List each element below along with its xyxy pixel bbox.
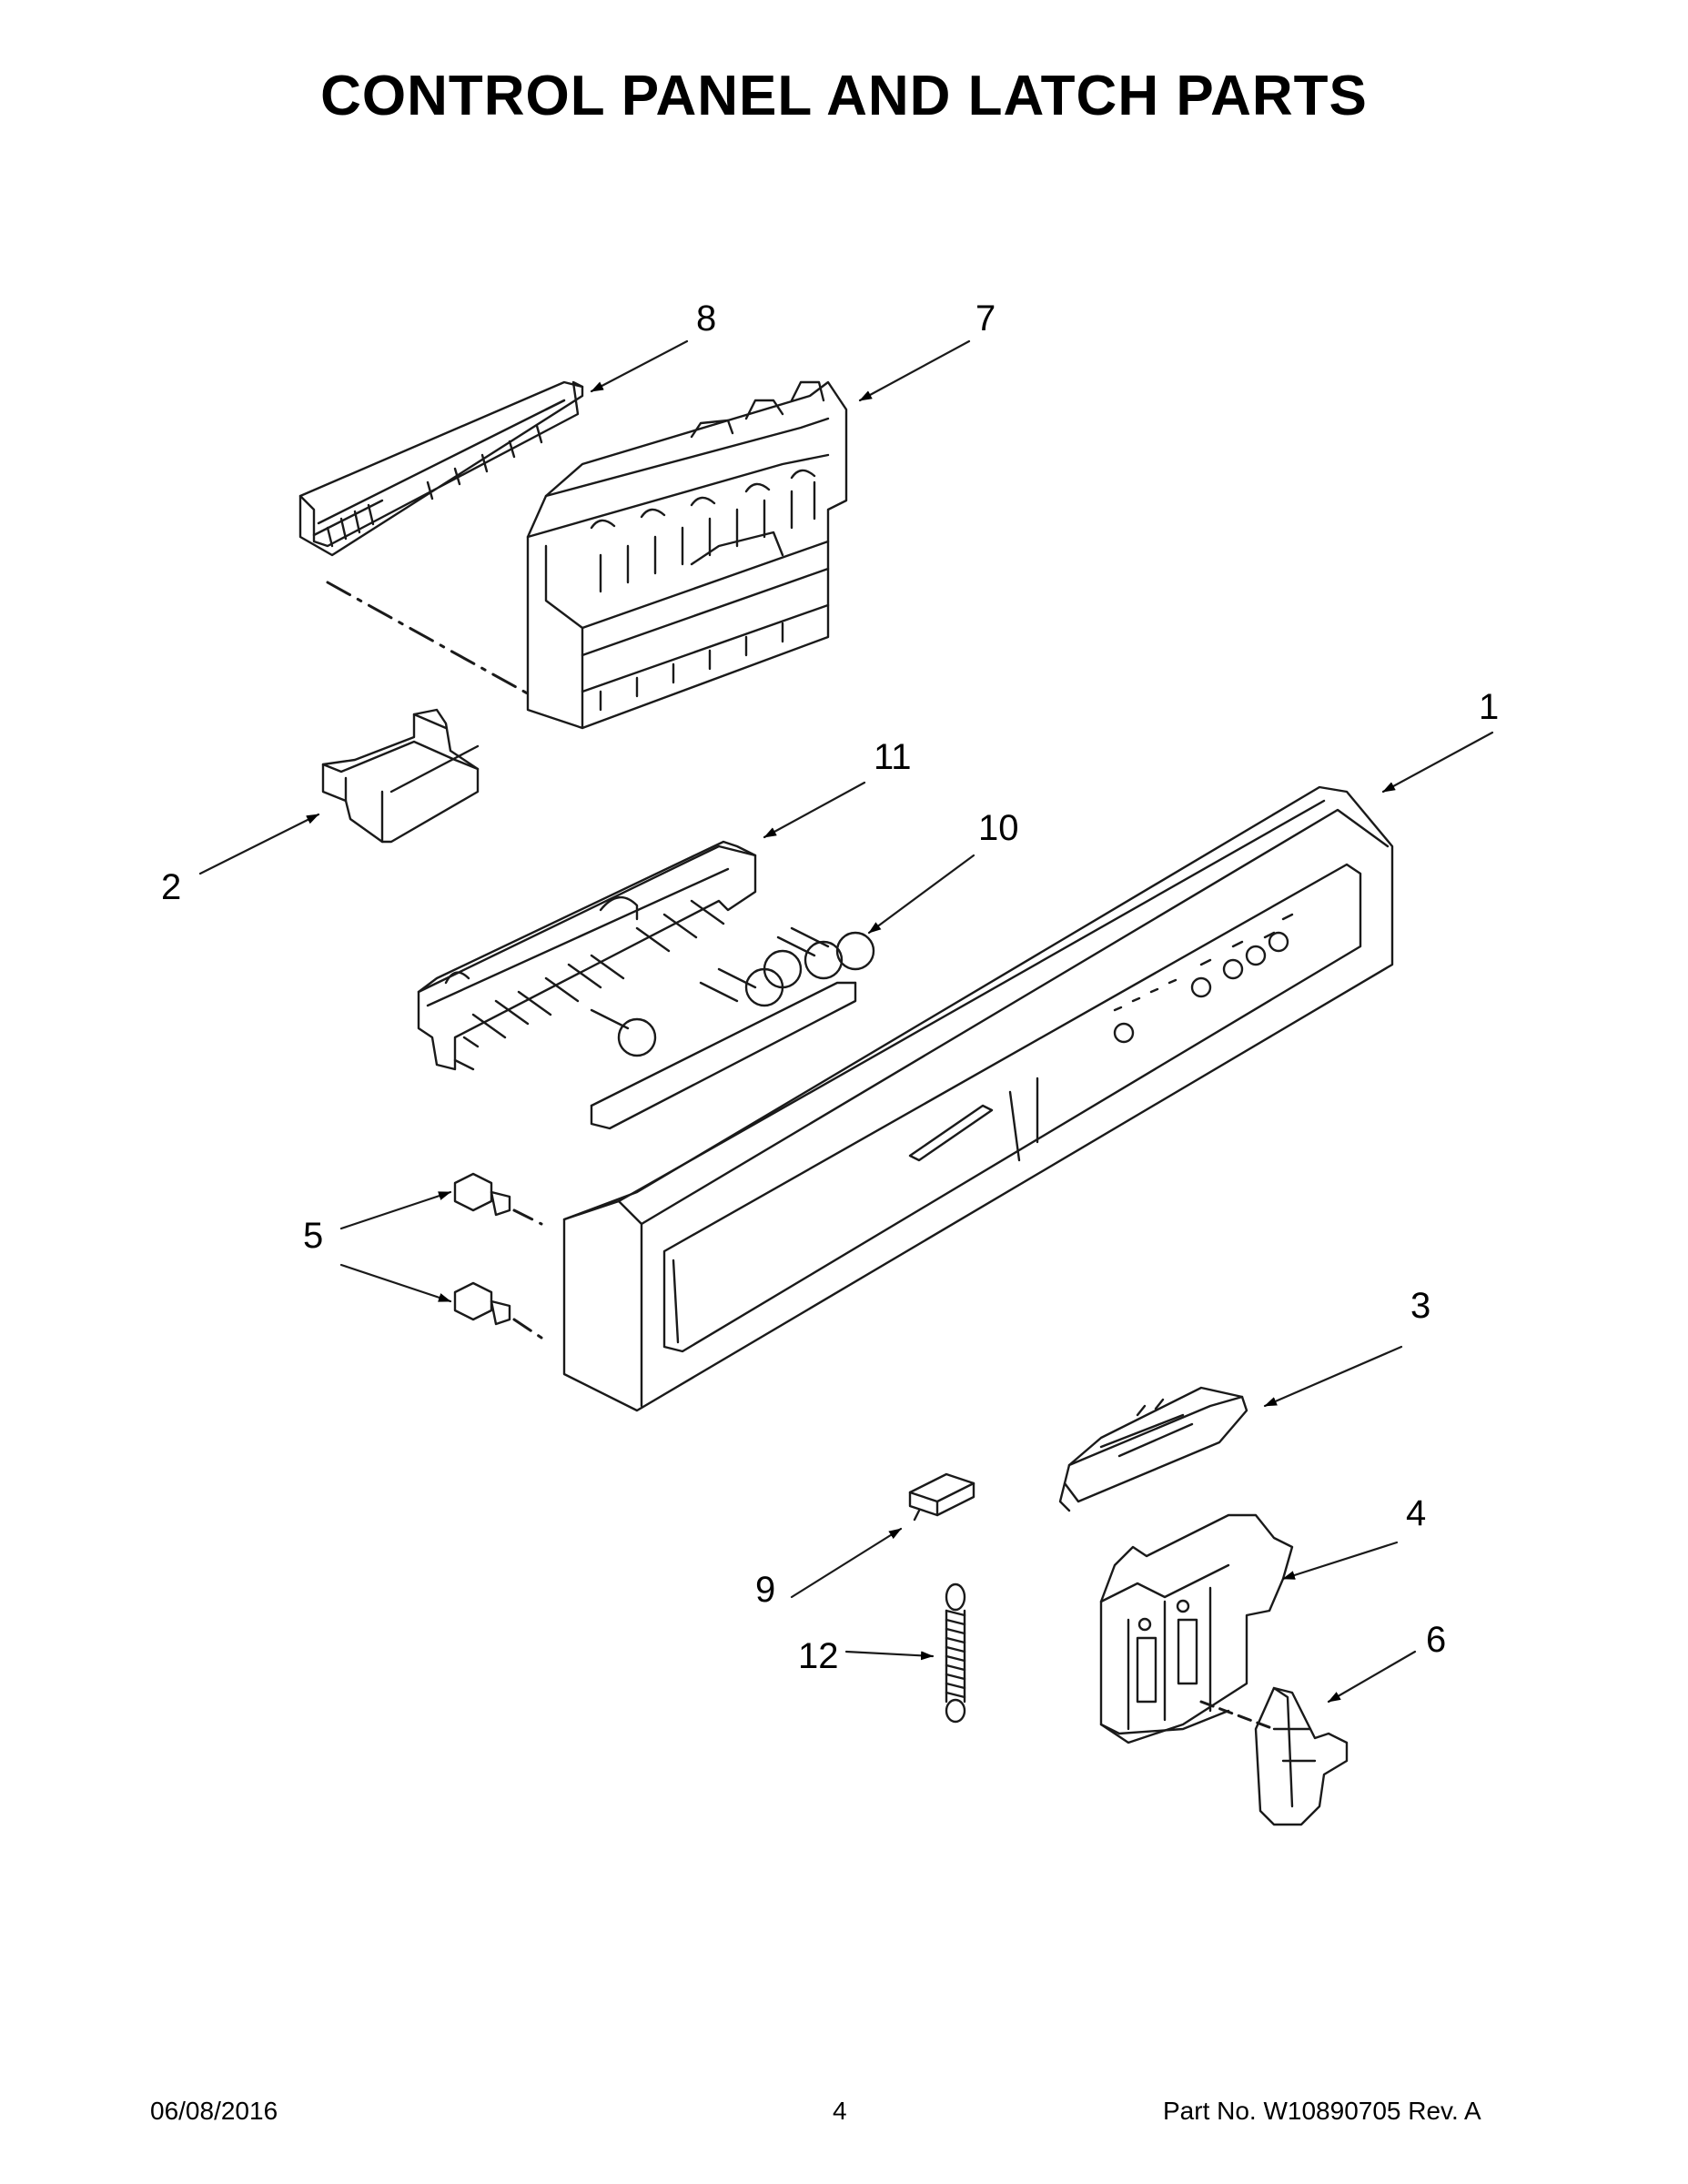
- callout-12: 12: [798, 1636, 839, 1676]
- part-9-switch: [908, 1472, 975, 1522]
- callout-9: 9: [755, 1570, 776, 1610]
- arrow-5a: [339, 1190, 452, 1230]
- arrow-12: [844, 1650, 935, 1661]
- part-5-screws: [453, 1172, 511, 1326]
- callout-7: 7: [975, 298, 996, 339]
- callout-arrows: [198, 339, 1494, 1704]
- page-title: CONTROL PANEL AND LATCH PARTS: [320, 65, 1368, 127]
- callout-11: 11: [874, 737, 912, 777]
- part-1-control-panel: [562, 785, 1394, 1412]
- callout-1: 1: [1479, 687, 1500, 727]
- part-6-latch-part: [1254, 1686, 1349, 1826]
- part-3-latch-handle: [1058, 1386, 1248, 1512]
- arrow-3: [1263, 1345, 1403, 1408]
- leader-8-to-7: [326, 581, 534, 698]
- callout-5: 5: [303, 1216, 324, 1256]
- part-10-buttons: [590, 926, 875, 1057]
- part-11-button-bracket: [417, 840, 857, 1130]
- footer-part-number: Part No. W10890705 Rev. A: [1163, 2097, 1481, 2125]
- arrow-10: [867, 854, 975, 935]
- arrow-1: [1381, 731, 1494, 794]
- arrow-5b: [339, 1263, 452, 1303]
- callout-10: 10: [978, 808, 1019, 848]
- callout-6: 6: [1426, 1620, 1447, 1660]
- part-12-spring: [945, 1582, 966, 1724]
- footer-page-number: 4: [833, 2097, 847, 2125]
- arrow-2: [198, 813, 320, 875]
- callout-8: 8: [696, 298, 717, 339]
- arrow-11: [763, 781, 866, 839]
- footer-date: 06/08/2016: [150, 2097, 278, 2125]
- arrow-9: [790, 1527, 903, 1599]
- arrow-4: [1281, 1541, 1399, 1581]
- arrow-7: [858, 339, 971, 402]
- part-7-control-board: [526, 380, 848, 730]
- leader-5b: [512, 1318, 543, 1340]
- callout-2: 2: [161, 867, 182, 907]
- leader-5a: [512, 1208, 543, 1226]
- callout-4: 4: [1406, 1493, 1427, 1533]
- arrow-8: [590, 339, 689, 393]
- part-8-bracket: [298, 380, 584, 557]
- arrow-6: [1327, 1650, 1417, 1704]
- part-4-latch-assembly: [1099, 1513, 1294, 1744]
- callout-3: 3: [1410, 1286, 1431, 1326]
- leader-4-to-6: [1199, 1700, 1276, 1731]
- part-2-clip: [321, 708, 480, 844]
